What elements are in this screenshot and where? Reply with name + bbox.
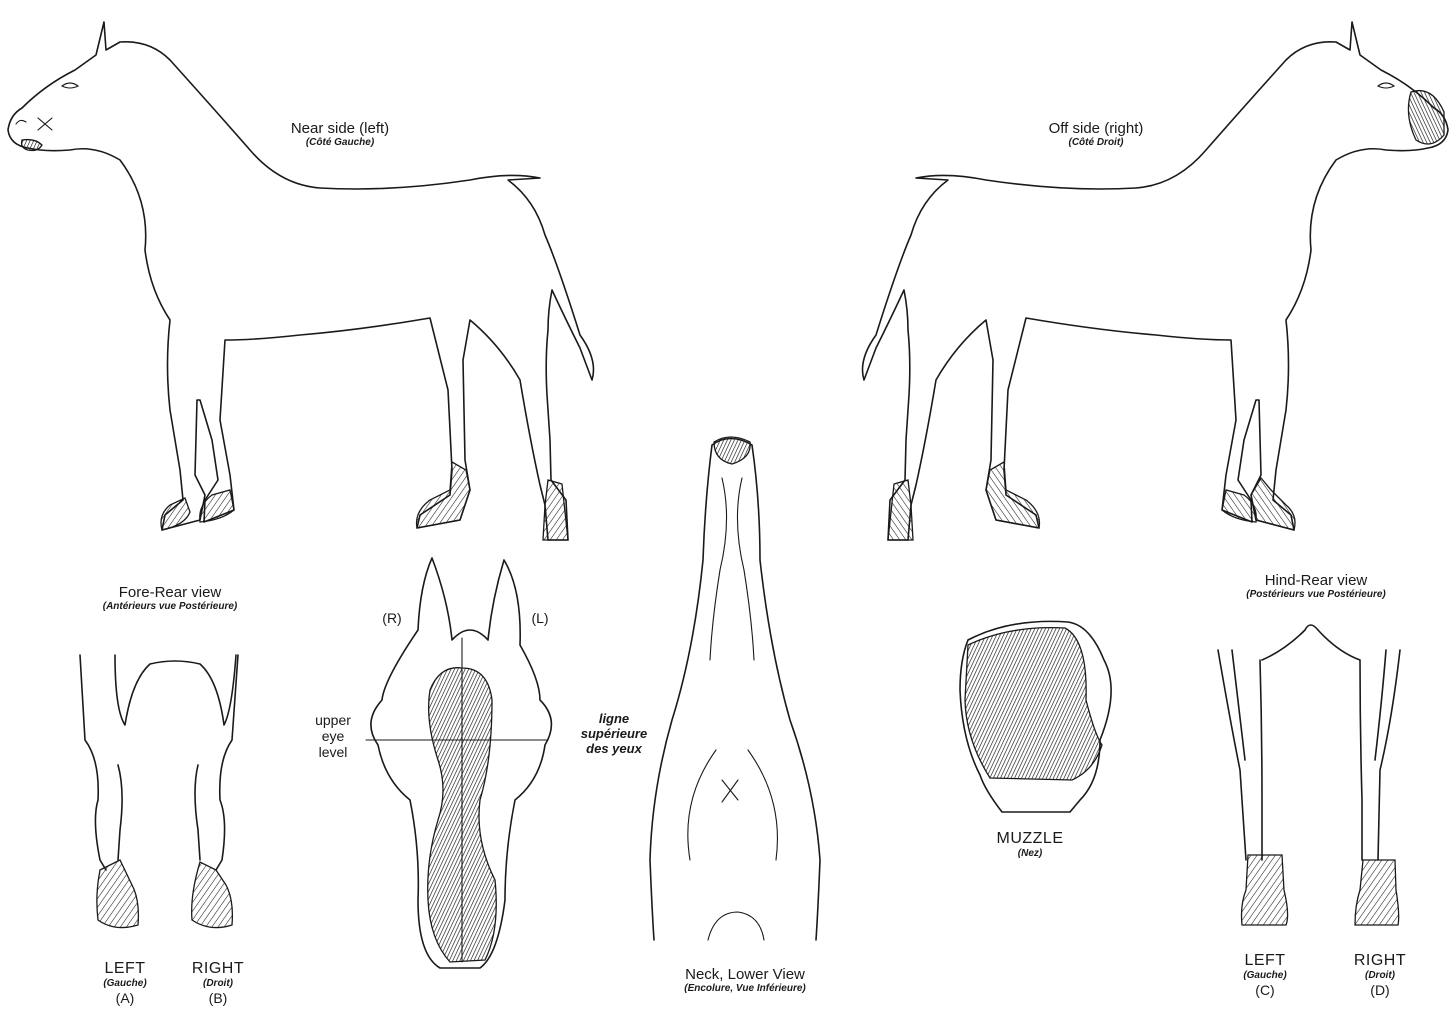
hind-rear-legs xyxy=(1218,625,1400,925)
fore-right-code: (B) xyxy=(178,990,258,1006)
hind-left-title: LEFT xyxy=(1230,952,1300,970)
fore-rear-label: Fore-Rear view (Antérieurs vue Postérieu… xyxy=(60,584,280,613)
muzzle-label: MUZZLE (Nez) xyxy=(990,830,1070,860)
hind-left-label: LEFT (Gauche) (C) xyxy=(1230,952,1300,998)
fore-left-title: LEFT xyxy=(90,960,160,978)
muzzle-drawing xyxy=(960,621,1111,812)
neck-lower-view xyxy=(650,437,820,940)
hind-rear-label: Hind-Rear view (Postérieurs vue Postérie… xyxy=(1206,572,1426,601)
off-side-subtitle: (Côté Droit) xyxy=(1006,137,1186,149)
fore-rear-legs xyxy=(80,655,238,928)
off-side-horse-outline xyxy=(863,22,1449,540)
fore-left-code: (A) xyxy=(90,990,160,1006)
near-side-label: Near side (left) (Côté Gauche) xyxy=(250,120,430,149)
neck-label: Neck, Lower View (Encolure, Vue Inférieu… xyxy=(640,966,850,995)
hind-right-sub: (Droit) xyxy=(1340,970,1420,982)
hind-left-sub: (Gauche) xyxy=(1230,970,1300,982)
neck-title: Neck, Lower View xyxy=(640,966,850,983)
fore-left-sub: (Gauche) xyxy=(90,978,160,990)
fore-rear-title: Fore-Rear view xyxy=(60,584,280,601)
near-side-subtitle: (Côté Gauche) xyxy=(250,137,430,149)
near-side-horse-outline xyxy=(8,22,594,540)
hind-rear-subtitle: (Postérieurs vue Postérieure) xyxy=(1206,589,1426,601)
neck-subtitle: (Encolure, Vue Inférieure) xyxy=(640,983,850,995)
hind-right-title: RIGHT xyxy=(1340,952,1420,970)
off-side-label: Off side (right) (Côté Droit) xyxy=(1006,120,1186,149)
off-side-title: Off side (right) xyxy=(1006,120,1186,137)
near-side-title: Near side (left) xyxy=(250,120,430,137)
ligne-superieure-label: ligne supérieure des yeux xyxy=(574,712,654,757)
hind-right-code: (D) xyxy=(1340,982,1420,998)
fore-left-label: LEFT (Gauche) (A) xyxy=(90,960,160,1006)
upper-eye-level-label: upper eye level xyxy=(300,712,366,760)
fore-rear-subtitle: (Antérieurs vue Postérieure) xyxy=(60,601,280,613)
fore-right-sub: (Droit) xyxy=(178,978,258,990)
fore-right-title: RIGHT xyxy=(178,960,258,978)
muzzle-title: MUZZLE xyxy=(990,830,1070,848)
head-right-mark: (R) xyxy=(372,610,412,626)
head-left-mark: (L) xyxy=(520,610,560,626)
fore-right-label: RIGHT (Droit) (B) xyxy=(178,960,258,1006)
muzzle-subtitle: (Nez) xyxy=(990,848,1070,860)
hind-left-code: (C) xyxy=(1230,982,1300,998)
hind-right-label: RIGHT (Droit) (D) xyxy=(1340,952,1420,998)
near-side-leg-markings xyxy=(161,462,568,540)
hind-rear-title: Hind-Rear view xyxy=(1206,572,1426,589)
